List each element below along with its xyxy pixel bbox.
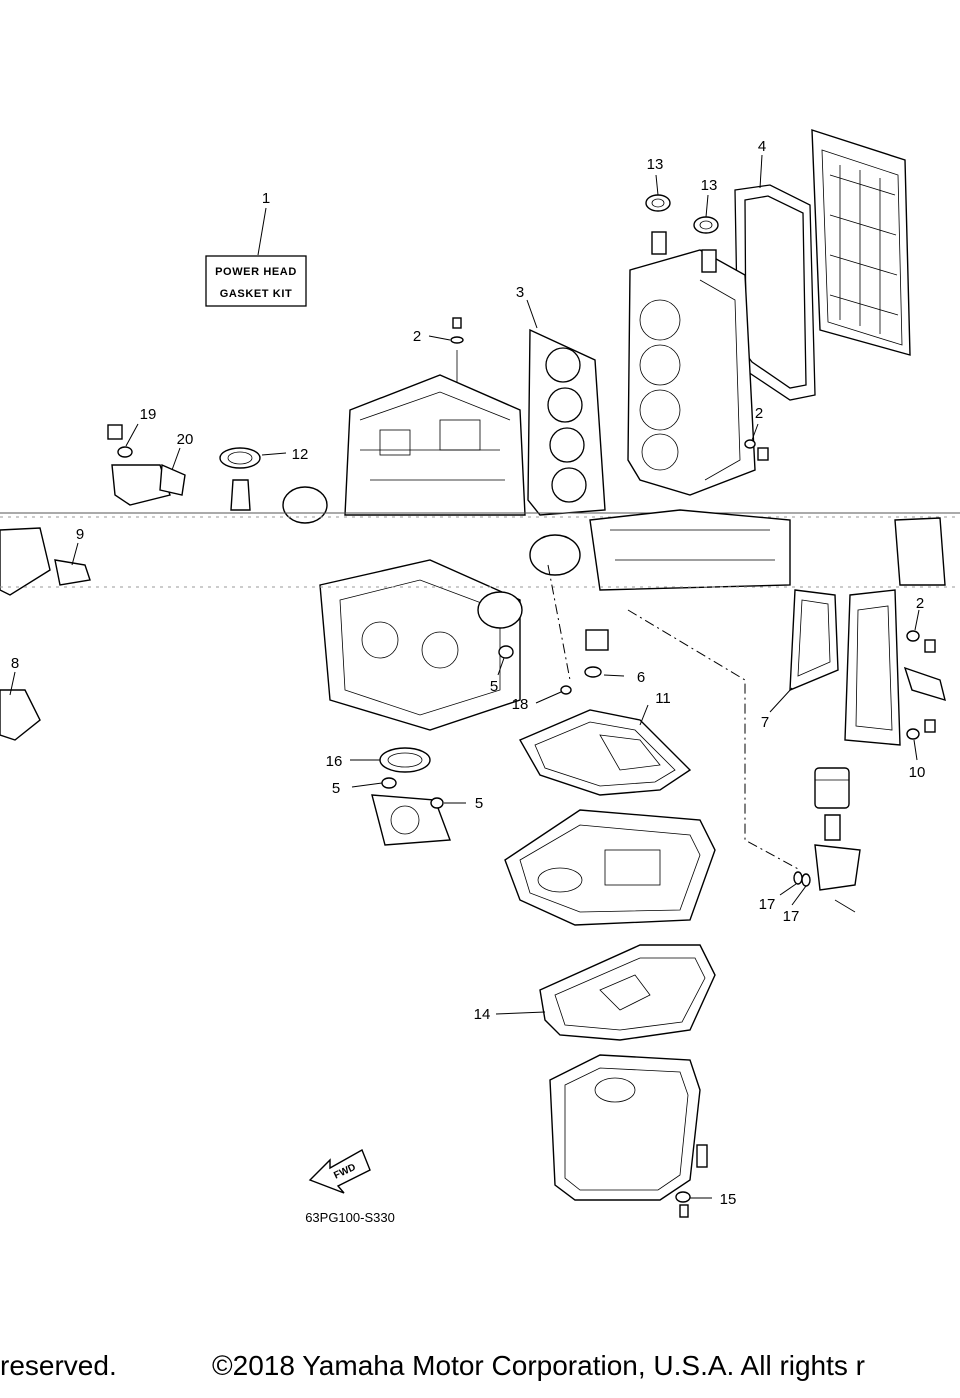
callout-4: 4	[758, 138, 766, 155]
cylinder-head-gasket	[526, 299, 606, 516]
callout-2-head: 2	[755, 405, 763, 422]
callout-17-left: 17	[759, 896, 776, 913]
callout-2-right: 2	[916, 595, 924, 612]
gasket-kit-line2: GASKET KIT	[220, 288, 293, 300]
callout-20: 20	[177, 431, 194, 448]
callout-13-right: 13	[701, 177, 718, 194]
fwd-arrow-icon: FWD	[308, 1148, 371, 1194]
callout-5-left: 5	[332, 780, 340, 797]
callout-10: 10	[909, 764, 926, 781]
copyright-footer: reserved. ©2018 Yamaha Motor Corporation…	[0, 1350, 960, 1390]
seal-16	[350, 747, 431, 773]
callout-19: 19	[140, 406, 157, 423]
o-rings-center	[497, 629, 625, 704]
callout-1: 1	[262, 190, 270, 207]
diagram-code: 63PG100-S330	[305, 1210, 395, 1225]
seal-12	[219, 447, 287, 511]
exhaust-guide	[504, 809, 716, 926]
callout-14: 14	[474, 1006, 491, 1023]
copyright-main: ©2018 Yamaha Motor Corporation, U.S.A. A…	[212, 1350, 866, 1381]
thermostat-housing	[107, 423, 186, 506]
bolt-washer-top	[428, 317, 464, 390]
oil-pan-gasket-upper	[519, 704, 692, 796]
callout-16: 16	[326, 753, 343, 770]
callout-17-right: 17	[783, 908, 800, 925]
callout-18: 18	[512, 696, 529, 713]
callout-3: 3	[516, 284, 524, 301]
oil-pan	[549, 1054, 712, 1218]
gasket-kit-label-box: POWER HEAD GASKET KIT	[205, 207, 307, 307]
lower-gasket	[495, 944, 716, 1041]
copyright-left: reserved.	[0, 1350, 117, 1381]
left-partial-parts	[0, 527, 91, 741]
callout-5-upper: 5	[490, 678, 498, 695]
cylinder-head	[627, 231, 756, 496]
fittings-right	[903, 609, 946, 761]
callout-2-top: 2	[413, 328, 421, 345]
bolt-washer-head	[744, 423, 769, 461]
callout-6: 6	[637, 669, 645, 686]
oil-seals	[645, 174, 719, 234]
callout-11: 11	[655, 690, 671, 707]
cylinder-block	[319, 374, 526, 731]
callout-7: 7	[761, 714, 769, 731]
callout-8: 8	[11, 655, 19, 672]
callout-13-left: 13	[647, 156, 664, 173]
callout-5-right: 5	[475, 795, 483, 812]
scan-band	[0, 509, 960, 591]
callout-9: 9	[76, 526, 84, 543]
gasket-kit-line1: POWER HEAD	[215, 266, 297, 278]
callout-15: 15	[720, 1191, 737, 1208]
piston-assembly	[282, 486, 581, 629]
oil-pump	[351, 777, 466, 846]
callout-12: 12	[292, 446, 309, 463]
cylinder-head-cover	[811, 129, 911, 356]
oil-filter	[779, 767, 861, 913]
callout-numbers: 1 2 2 2 3 4 5 5 5 6 7 8 9 10 11 12 13 13…	[11, 138, 926, 1208]
exhaust-cover	[769, 589, 901, 746]
